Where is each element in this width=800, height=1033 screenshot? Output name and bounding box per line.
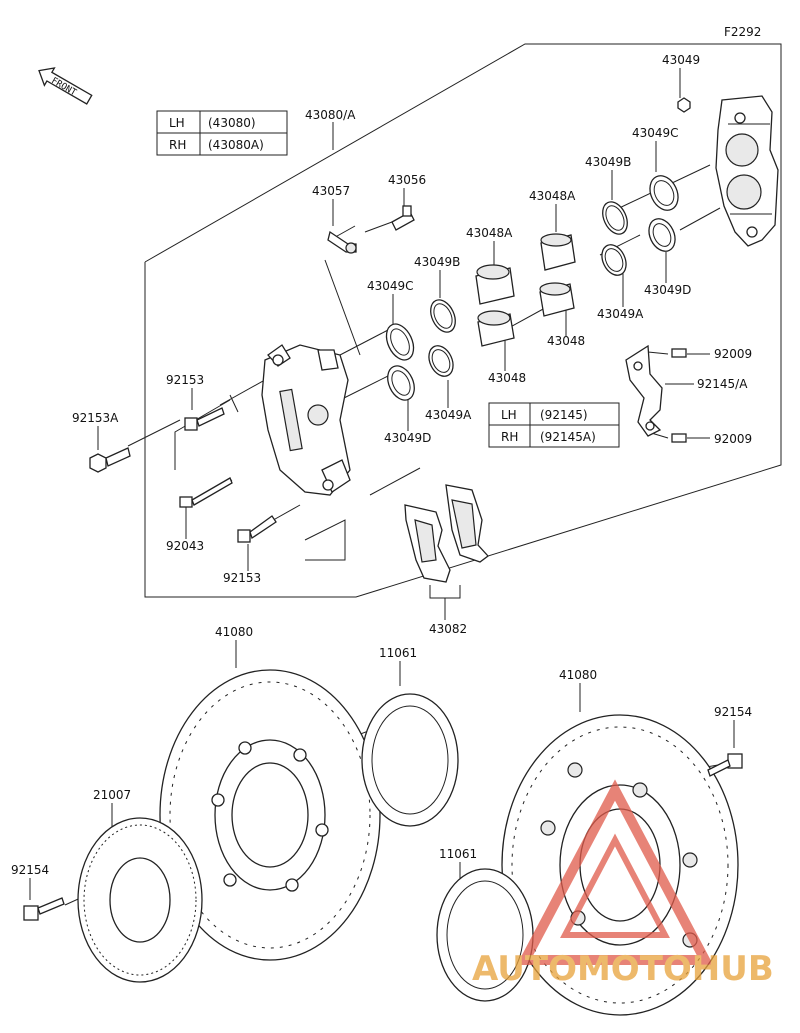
gasket-11061-top xyxy=(361,693,459,827)
caliper-code-rh: (43080A) xyxy=(208,138,264,152)
caliper-side-rh: RH xyxy=(169,138,186,152)
pin-92043 xyxy=(179,477,233,508)
diagram-code: F2292 xyxy=(724,25,761,39)
bracket-side-rh: RH xyxy=(501,430,518,444)
label-41080-right: 41080 xyxy=(559,668,597,682)
label-11061-top: 11061 xyxy=(379,646,417,660)
bleed-valve xyxy=(391,205,415,231)
label-92009-top: 92009 xyxy=(714,347,752,361)
label-43080A: 43080/A xyxy=(305,108,356,122)
label-43056: 43056 xyxy=(388,173,426,187)
bracket-table: LH (92145) RH (92145A) xyxy=(488,402,620,448)
bolt-92153A xyxy=(89,447,131,473)
pistons-left xyxy=(475,264,515,347)
label-11061-bottom: 11061 xyxy=(439,847,477,861)
pistons-right xyxy=(539,233,576,317)
bracket-side-lh: LH xyxy=(501,408,517,422)
label-43049B-left: 43049B xyxy=(414,255,460,269)
brake-pads-43082 xyxy=(404,484,489,583)
caliper-right-half xyxy=(715,95,779,247)
bolt-92153-top xyxy=(184,407,225,431)
bracket-92145 xyxy=(625,344,663,437)
watermark-logo: AUTOMOTOHUB xyxy=(472,779,774,989)
assembly-frame xyxy=(144,43,782,598)
caliper-code-lh: (43080) xyxy=(208,116,256,130)
caliper-side-lh: LH xyxy=(169,116,185,130)
label-92153-bottom: 92153 xyxy=(223,571,261,585)
label-43048-right: 43048 xyxy=(547,334,585,348)
label-43048A-right: 43048A xyxy=(529,189,576,203)
label-92153-top: 92153 xyxy=(166,373,204,387)
label-43082: 43082 xyxy=(429,622,467,636)
label-92154-right: 92154 xyxy=(714,705,752,719)
bleed-cap xyxy=(327,230,357,254)
bracket-code-rh: (92145A) xyxy=(540,430,596,444)
label-92154-left: 92154 xyxy=(11,863,49,877)
brake-disc-left xyxy=(159,669,381,961)
label-43049D-left: 43049D xyxy=(384,431,431,445)
label-21007: 21007 xyxy=(93,788,131,802)
label-43049C-left: 43049C xyxy=(367,279,414,293)
front-arrow-icon: FRONT xyxy=(38,67,93,105)
label-43049C-right: 43049C xyxy=(632,126,679,140)
label-41080-left: 41080 xyxy=(215,625,253,639)
label-92153A: 92153A xyxy=(72,411,119,425)
label-92043: 92043 xyxy=(166,539,204,553)
caliper-table: LH (43080) RH (43080A) xyxy=(156,110,288,156)
abs-ring-21007 xyxy=(77,817,203,983)
seals-right xyxy=(601,175,679,276)
label-43049A-left: 43049A xyxy=(425,408,472,422)
caliper-left-half xyxy=(261,344,351,496)
bracket-code-lh: (92145) xyxy=(540,408,588,422)
bolt-92153-bottom xyxy=(237,515,277,543)
label-43048-left: 43048 xyxy=(488,371,526,385)
label-43049B-right: 43049B xyxy=(585,155,631,169)
label-43049A-right: 43049A xyxy=(597,307,644,321)
watermark-text: AUTOMOTOHUB xyxy=(472,949,774,989)
label-92009-bottom: 92009 xyxy=(714,432,752,446)
bolt-92154-right xyxy=(707,753,743,777)
label-92145A: 92145/A xyxy=(697,377,748,391)
label-43049D-right: 43049D xyxy=(644,283,691,297)
screw-92009-bottom xyxy=(671,433,687,443)
bolt-92154-left xyxy=(23,897,65,921)
part-labels: 43080/A 43049 43049C 43049B 43048A 43057… xyxy=(11,53,752,877)
label-43048A-left: 43048A xyxy=(466,226,513,240)
screw-92009-top xyxy=(671,348,687,358)
seals-left xyxy=(385,299,456,401)
nut-43049 xyxy=(677,97,691,113)
label-43057: 43057 xyxy=(312,184,350,198)
label-43049: 43049 xyxy=(662,53,700,67)
